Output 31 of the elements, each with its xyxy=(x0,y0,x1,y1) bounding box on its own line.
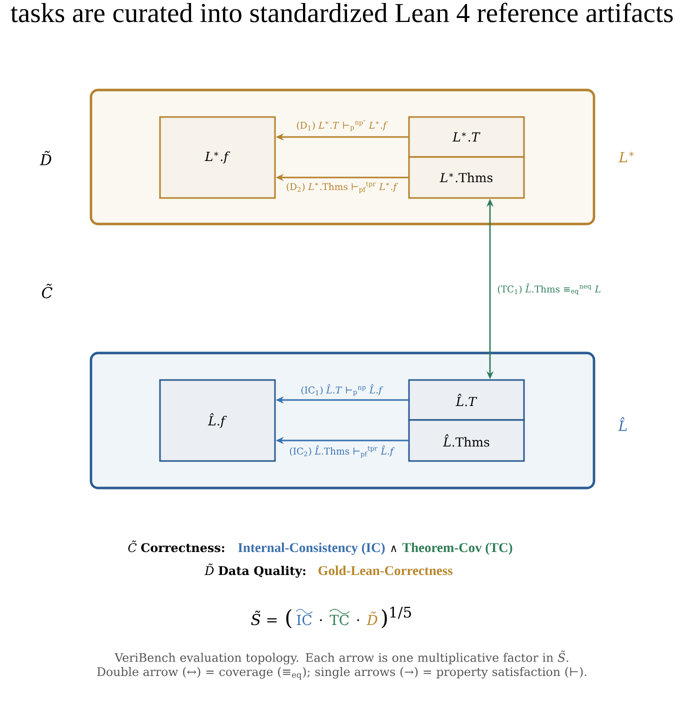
formula-term: D̃ xyxy=(366,612,378,625)
row-label: C̃ xyxy=(42,284,52,298)
edge-label: (D$_{1}$) L$^{∗}$.T ⊢$_{p}$$^{np″}$ L$^{∗}$.f xyxy=(295,119,389,132)
edge-label: (TC$_{1}$) L̂.Thms ≡$_{eq}$$^{neq}$ L xyxy=(496,282,602,296)
formula-bracket: )$^{1/5}$ xyxy=(382,606,411,628)
process-box: L̂.f xyxy=(159,379,276,462)
formula-operator: · xyxy=(320,619,322,622)
side-label: L$^{∗}$ xyxy=(618,152,634,162)
metric-name: Theorem-Cov (TC) xyxy=(402,542,512,555)
field-box: L̂.Thms xyxy=(408,419,525,462)
caption-text: VeriBench evaluation topology. Each arrow is one multiplicative factor in S̃. Double arrow (↔) = coverage (≡$_{eq}$); single arrows (→) = property satisfaction (⊢). xyxy=(97,650,586,680)
legend-heading: D̃ Data Quality: xyxy=(204,564,306,578)
formula-term: IC xyxy=(296,608,313,626)
formula-text: S̃ = xyxy=(251,610,277,626)
formula-term: TC xyxy=(329,608,350,626)
side-label: L̂ xyxy=(618,417,627,431)
operator-text: ∧ xyxy=(391,546,396,552)
formula-bracket: ( xyxy=(286,609,292,628)
field-box: L̂.T xyxy=(408,379,525,421)
process-box: L$^{∗}$.f xyxy=(159,116,276,199)
edge-label: (IC$_{2}$) L̂.Thms ⊢$_{pf}$$^{tpr}$ L̂.f xyxy=(288,444,396,459)
row-label: D̃ xyxy=(40,150,52,166)
formula-operator: · xyxy=(357,619,360,622)
field-box: L$^{∗}$.Thms xyxy=(408,156,525,199)
legend-heading: C̃ Correctness: xyxy=(128,540,224,552)
field-box: L$^{∗}$.T xyxy=(408,116,525,158)
metric-name: Gold-Lean-Correctness xyxy=(318,566,452,576)
edge-label: (D$_{2}$) L$^{∗}$.Thms ⊢$_{pf}$$^{tpr}$ L$^{∗}$.f xyxy=(285,180,399,194)
edge-label: (IC$_{1}$) L̂.T ⊢$_{p}$$^{np}$ L̂.f xyxy=(300,383,384,397)
title-text: tasks are curated into standardized Lean 4 reference artifacts xyxy=(10,2,673,22)
metric-name: Internal-Consistency (IC) xyxy=(238,542,385,555)
